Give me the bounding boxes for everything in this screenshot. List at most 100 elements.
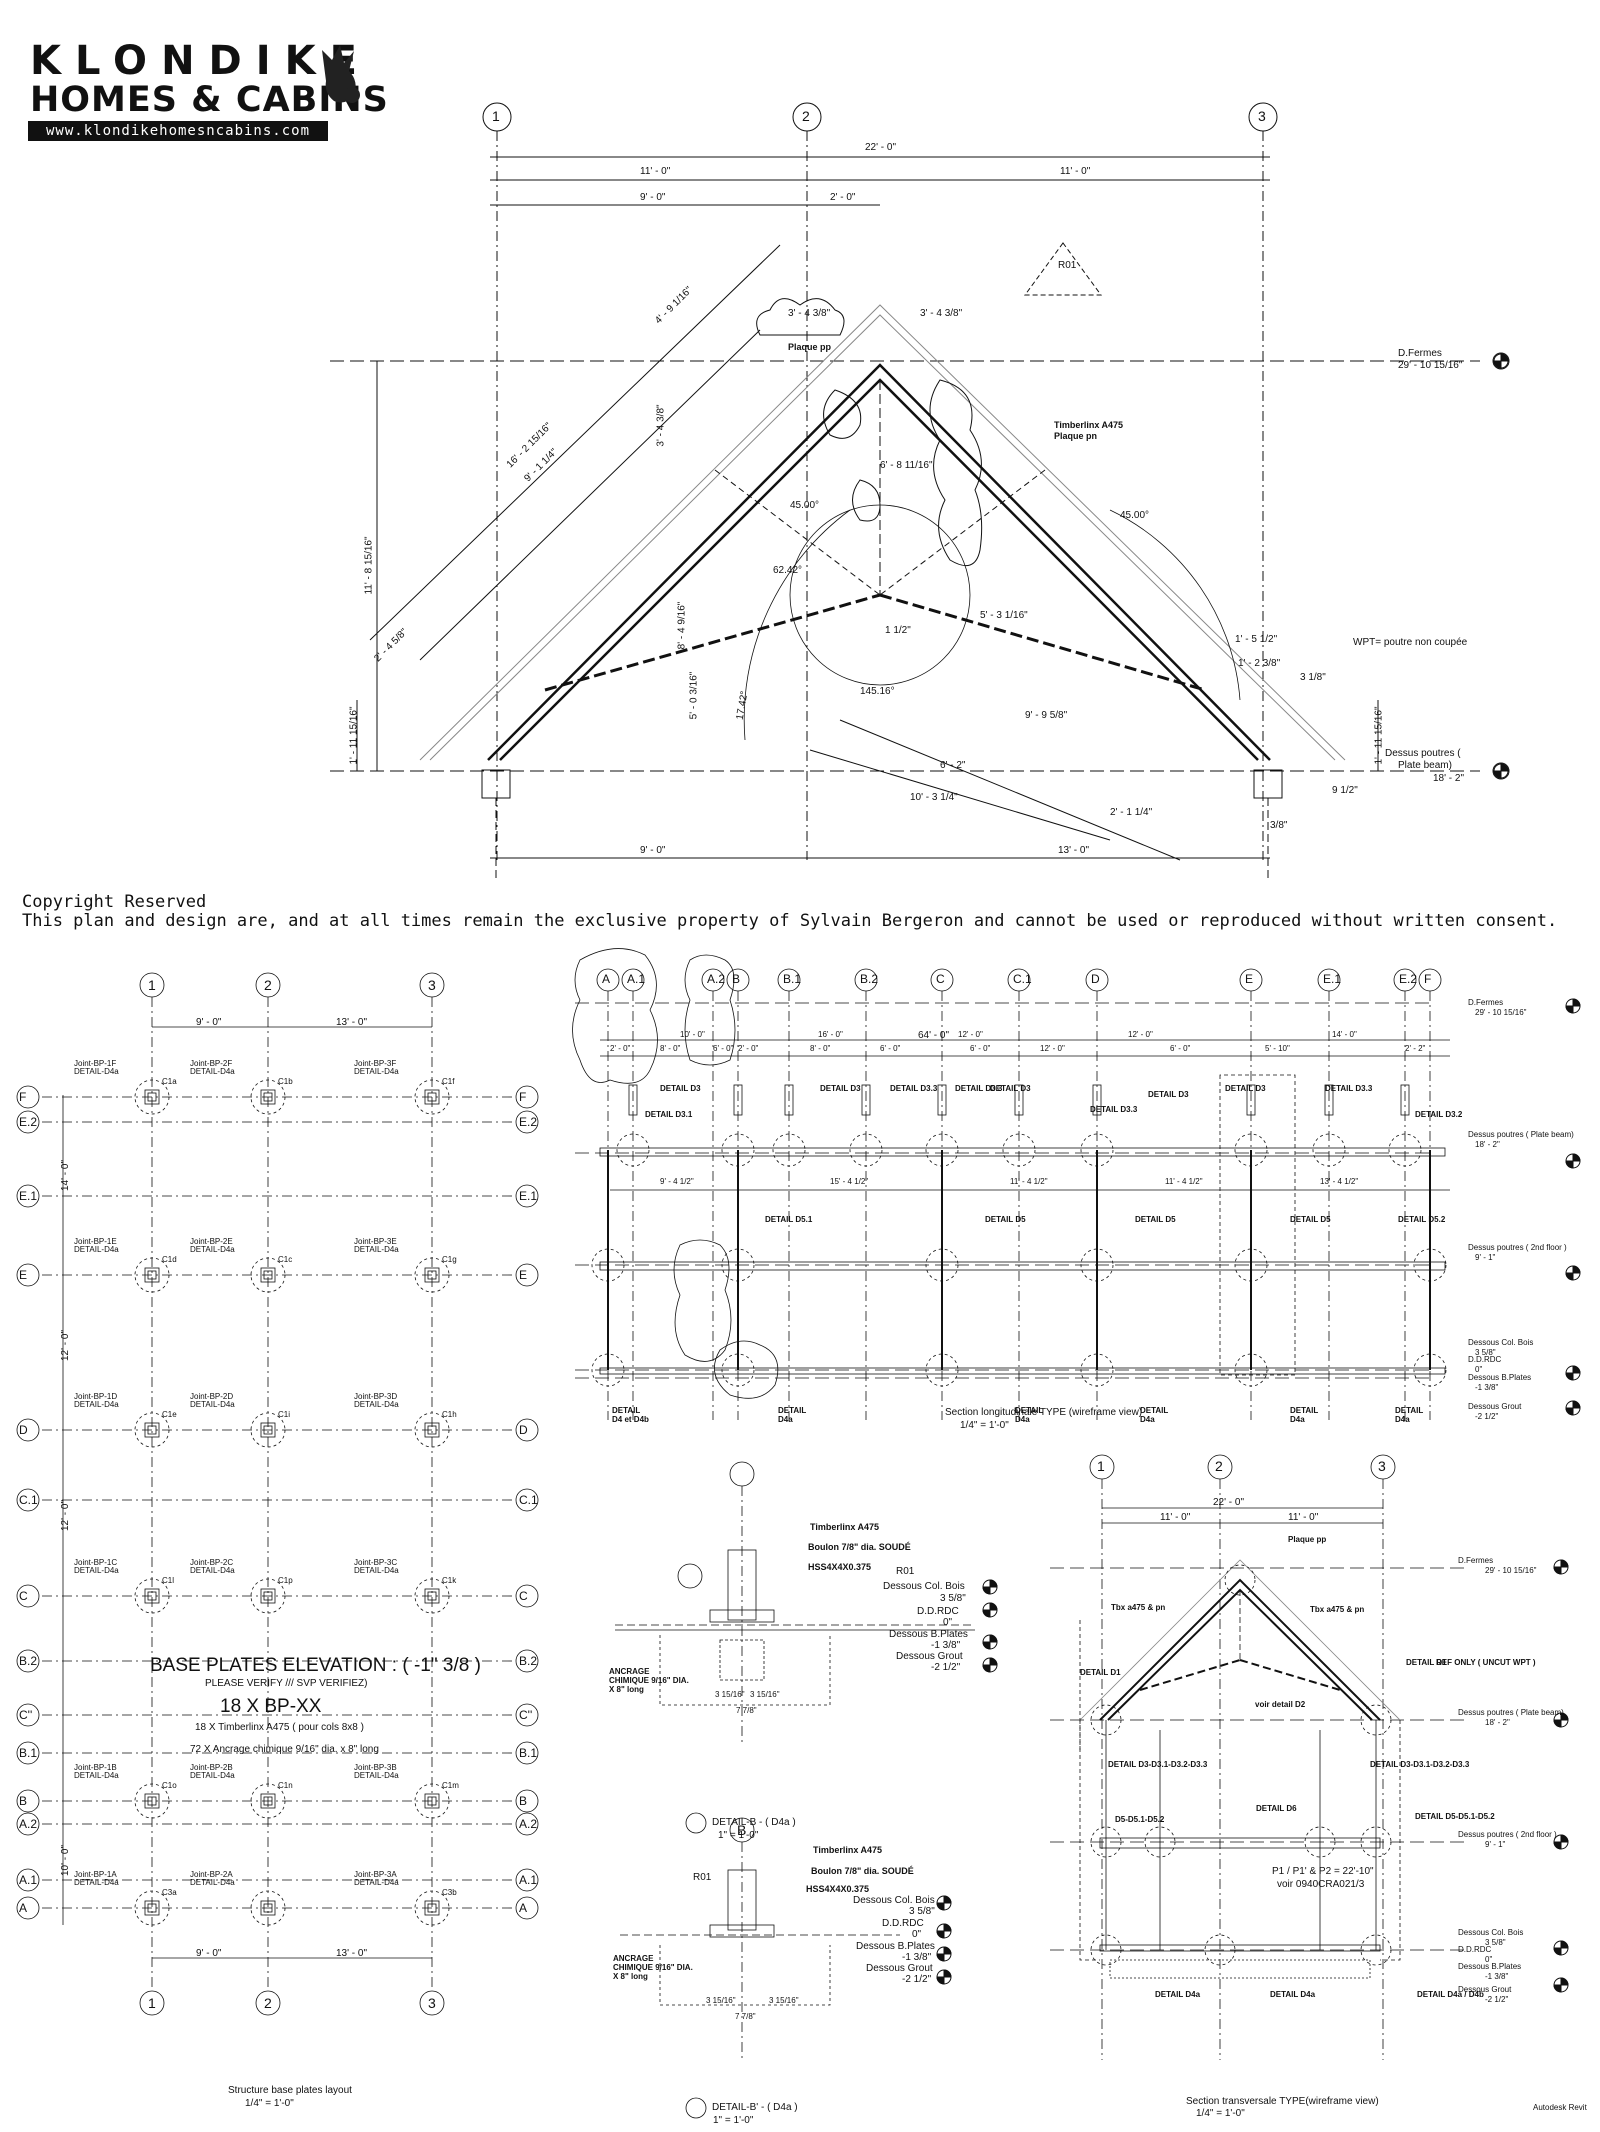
long-grid-label: A.2	[707, 972, 726, 986]
detailb-level-4-val: -2 1/2"	[931, 1662, 961, 1673]
long-level-value: -1 3/8"	[1475, 1383, 1499, 1392]
joint-code: C1o	[162, 1781, 177, 1790]
long-node-circle	[1388, 1133, 1422, 1167]
detailb-anchor: ANCRAGE CHIMIQUE 9/16" DIA. X 8" long	[609, 1667, 689, 1694]
joint-code: C1d	[162, 1255, 177, 1264]
angle-62: 62.42°	[773, 565, 803, 576]
joint-detail: DETAIL-D4a	[74, 1067, 119, 1076]
grid-row-label-left: A.2	[19, 1817, 38, 1831]
joint-detail: DETAIL-D4a	[190, 1878, 235, 1887]
bp-grid-bottom-3: 3	[428, 1995, 436, 2011]
dessus-label: Dessus poutres (	[1385, 748, 1461, 759]
base-plate-icon	[260, 1588, 276, 1604]
dim-half-left: 11' - 0"	[640, 166, 671, 177]
trans-label: DETAIL D1	[1406, 1658, 1447, 1667]
long-grid-label: B	[732, 972, 741, 986]
level-marker-fill	[943, 1923, 952, 1932]
column-icon	[427, 1270, 437, 1280]
long-level-value: 9' - 1"	[1475, 1253, 1496, 1262]
column-icon	[147, 1591, 157, 1601]
level-marker-fill	[1565, 1272, 1574, 1281]
detailb-r01: R01	[896, 1566, 915, 1577]
trans-label: DETAIL D6	[1256, 1804, 1297, 1813]
column-icon	[263, 1092, 273, 1102]
trans-level-value: 3 5/8"	[1485, 1938, 1506, 1947]
grid-row-label-right: D	[519, 1423, 528, 1437]
base-plate-icon	[260, 1267, 276, 1283]
joint-code: C1k	[442, 1576, 457, 1585]
joint-code: C1e	[162, 1410, 177, 1419]
grid-row-label-right: E	[519, 1268, 528, 1282]
grid-row-bubble-left	[16, 1110, 40, 1134]
base-plate-circle	[250, 1890, 286, 1926]
long-upper-post	[733, 1084, 743, 1116]
long-upper-dim: 12' - 0"	[958, 1030, 983, 1039]
base-plates-bp: 18 X BP-XX	[220, 1696, 322, 1717]
trans-grid-3: 3	[1378, 1458, 1386, 1474]
long-bottom-detail: DETAIL D4a	[778, 1406, 807, 1424]
long-level-value: -2 1/2"	[1475, 1412, 1499, 1421]
dessus-value: 18' - 2"	[1433, 773, 1465, 784]
bp-dim-side-4: 10' - 0"	[60, 1844, 72, 1877]
trans-node-circle	[1360, 1704, 1392, 1736]
plaque-pn-label: Plaque pn	[1054, 431, 1098, 441]
long-upper-dim: 14' - 0"	[1332, 1030, 1357, 1039]
joint-id: Joint-BP-2A	[190, 1870, 233, 1879]
detailb-level-1-val: 3 5/8"	[940, 1593, 966, 1604]
bp-grid-bottom-2: 2	[264, 1995, 272, 2011]
angle-45-left: 45.00°	[790, 500, 820, 511]
joint-detail: DETAIL-D4a	[354, 1771, 399, 1780]
trans-level-value: 0"	[1485, 1955, 1493, 1964]
trans-label: Plaque pp	[1288, 1535, 1327, 1544]
joint-id: Joint-BP-3F	[354, 1059, 397, 1068]
base-plate-circle	[134, 1783, 170, 1819]
base-plate-circle	[134, 1890, 170, 1926]
grid-row-label-left: A	[19, 1901, 28, 1915]
long-mid-dim: 15' - 4 1/2"	[830, 1177, 869, 1186]
grid-row-label-right: A.1	[519, 1873, 538, 1887]
grid-row-bubble-left	[16, 1703, 40, 1727]
base-plate-circle	[414, 1578, 450, 1614]
level-marker-fill	[1553, 1566, 1562, 1575]
grid-row-bubble-right	[515, 1649, 539, 1673]
grid-row-label-left: E.1	[19, 1189, 38, 1203]
level-marker-fill	[1560, 1834, 1569, 1843]
wpt-label: WPT= poutre non coupée	[1353, 637, 1468, 648]
joint-detail: DETAIL-D4a	[74, 1771, 119, 1780]
column-icon	[427, 1591, 437, 1601]
long-upper-post	[784, 1084, 794, 1116]
dim-ridge-right: 3' - 4 3/8"	[920, 308, 963, 319]
dim-right-e: 3/8"	[1270, 820, 1288, 831]
bp-dim-side-1: 14' - 0"	[60, 1159, 72, 1192]
long-grid-label: B.1	[783, 972, 802, 986]
grid-row-bubble-left	[16, 1418, 40, 1442]
bp-dim-top-2: 13' - 0"	[336, 1017, 368, 1028]
level-marker-fill	[943, 1969, 952, 1978]
long-lower-dim: 2' - 0"	[610, 1044, 631, 1053]
long-upper-post	[1092, 1084, 1102, 1116]
trans-node-circle	[1360, 1934, 1392, 1966]
level-marker-fill	[1500, 763, 1509, 772]
long-grid-label: E.2	[1399, 972, 1418, 986]
base-plates-verify: PLEASE VERIFY /// SVP VERIFIEZ)	[205, 1678, 368, 1689]
joint-detail: DETAIL-D4a	[354, 1067, 399, 1076]
long-lower-dim: 6' - 0"	[970, 1044, 991, 1053]
level-marker-fill	[989, 1657, 998, 1666]
long-node-circle	[591, 1248, 625, 1282]
detailb2-dim-1: 3 15/16"	[706, 1996, 736, 2005]
detailb-scale: 1" = 1'-0"	[718, 1830, 759, 1841]
trans-overall: 22' - 0"	[1213, 1497, 1245, 1508]
grid-row-label-left: C.1	[19, 1493, 38, 1507]
base-plate-icon	[144, 1900, 160, 1916]
long-node-circle	[616, 1133, 650, 1167]
trans-label: Tbx a475 & pn	[1111, 1603, 1166, 1612]
dim-mid-2: 2' - 0"	[830, 192, 856, 203]
level-marker-fill	[936, 1902, 945, 1911]
long-level-value: 0"	[1475, 1365, 1483, 1374]
level-marker-fill	[1560, 1940, 1569, 1949]
long-node-circle	[1413, 1353, 1447, 1387]
long-node-circle	[721, 1353, 755, 1387]
grid-row-label-left: D	[19, 1423, 28, 1437]
grid-row-label-left: A.1	[19, 1873, 38, 1887]
joint-detail: DETAIL-D4a	[74, 1566, 119, 1575]
